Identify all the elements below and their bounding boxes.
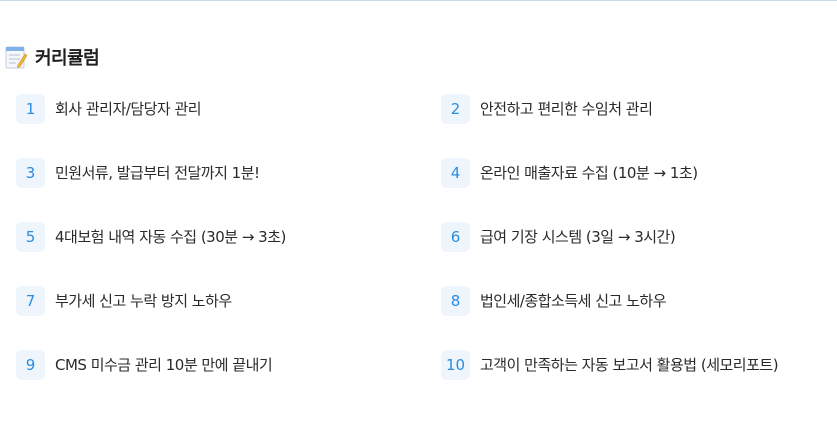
curriculum-header: 커리큘럼: [5, 44, 100, 70]
section-title: 커리큘럼: [35, 48, 100, 69]
item-number-badge: 2: [441, 94, 470, 124]
item-number-badge: 1: [16, 94, 45, 124]
curriculum-item: 8 법인세/종합소득세 신고 노하우: [441, 286, 837, 316]
curriculum-item: 4 온라인 매출자료 수집 (10분 → 1초): [441, 158, 837, 188]
item-label: 4대보험 내역 자동 수집 (30분 → 3초): [55, 228, 286, 246]
curriculum-item: 1 회사 관리자/담당자 관리: [16, 94, 441, 124]
item-number-badge: 6: [441, 222, 470, 252]
item-number-badge: 9: [16, 350, 45, 380]
item-label: 법인세/종합소득세 신고 노하우: [480, 292, 667, 310]
curriculum-list: 1 회사 관리자/담당자 관리 2 안전하고 편리한 수임처 관리 3 민원서류…: [16, 94, 837, 414]
curriculum-item: 5 4대보험 내역 자동 수집 (30분 → 3초): [16, 222, 441, 252]
item-label: 안전하고 편리한 수임처 관리: [480, 100, 653, 118]
item-label: 급여 기장 시스템 (3일 → 3시간): [480, 228, 676, 246]
item-number-badge: 8: [441, 286, 470, 316]
item-number-badge: 5: [16, 222, 45, 252]
memo-icon: [5, 46, 27, 69]
curriculum-item: 3 민원서류, 발급부터 전달까지 1분!: [16, 158, 441, 188]
item-number-badge: 4: [441, 158, 470, 188]
curriculum-item: 6 급여 기장 시스템 (3일 → 3시간): [441, 222, 837, 252]
curriculum-item: 2 안전하고 편리한 수임처 관리: [441, 94, 837, 124]
item-label: 온라인 매출자료 수집 (10분 → 1초): [480, 164, 698, 182]
curriculum-item: 9 CMS 미수금 관리 10분 만에 끝내기: [16, 350, 441, 380]
item-number-badge: 3: [16, 158, 45, 188]
curriculum-item: 10 고객이 만족하는 자동 보고서 활용법 (세모리포트): [441, 350, 837, 380]
item-number-badge: 7: [16, 286, 45, 316]
item-label: 회사 관리자/담당자 관리: [55, 100, 202, 118]
item-label: 고객이 만족하는 자동 보고서 활용법 (세모리포트): [480, 356, 779, 374]
item-label: 민원서류, 발급부터 전달까지 1분!: [55, 164, 260, 182]
item-label: 부가세 신고 누락 방지 노하우: [55, 292, 232, 310]
item-label: CMS 미수금 관리 10분 만에 끝내기: [55, 356, 273, 374]
curriculum-item: 7 부가세 신고 누락 방지 노하우: [16, 286, 441, 316]
item-number-badge: 10: [441, 350, 470, 380]
